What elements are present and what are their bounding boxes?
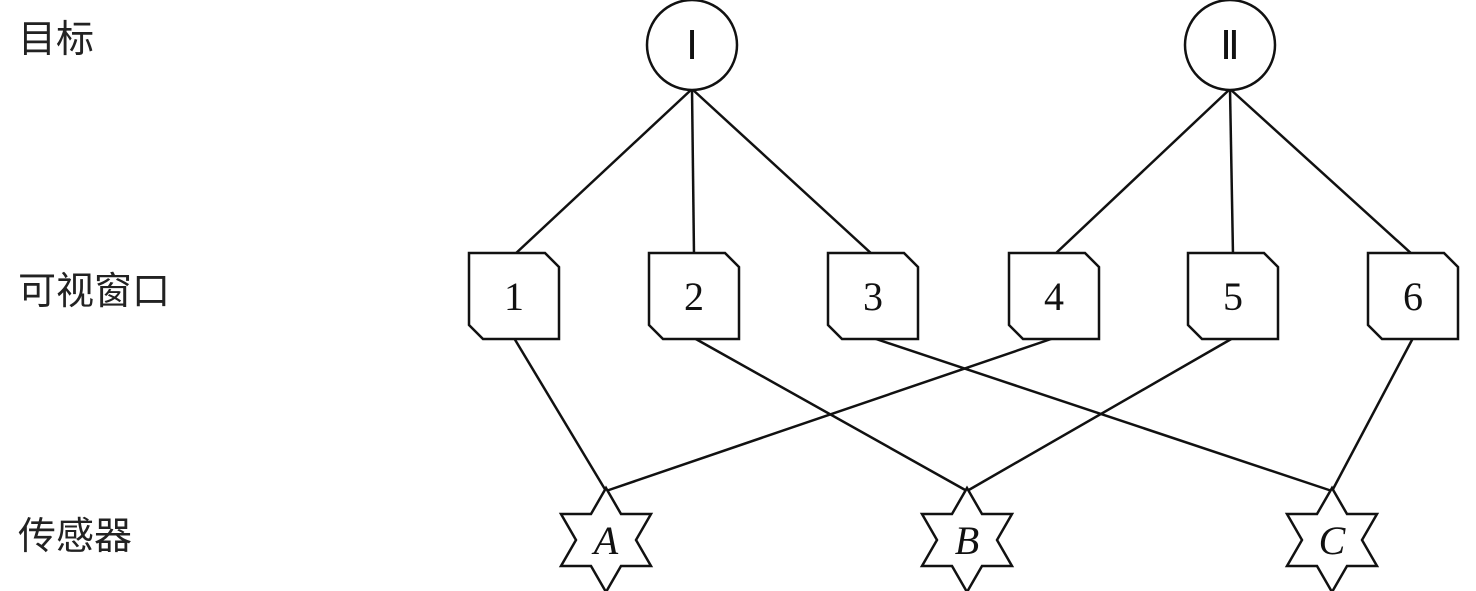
target-circle [645,0,739,92]
window-node-1: 1 [467,251,561,341]
window-box [1366,251,1460,341]
window-label: 2 [684,274,704,319]
sensor-star [558,485,654,591]
row-label-windows: 可视窗口 [18,269,171,313]
target-node-I: Ⅰ [645,0,739,92]
sensor-label: B [955,518,979,563]
edge-window-sensor [1330,337,1415,492]
window-box [1007,251,1101,341]
edge-target-window [1229,88,1414,256]
window-box [826,251,920,341]
sensor-star [1284,485,1380,591]
row-label-targets: 目标 [18,17,95,61]
window-label: 4 [1044,274,1064,319]
sensor-label: C [1319,518,1347,563]
window-label: 5 [1223,274,1243,319]
target-label: Ⅰ [686,23,698,68]
target-circle [1183,0,1277,92]
edge-target-window [513,88,693,256]
window-node-3: 3 [826,251,920,341]
target-label: Ⅱ [1220,23,1240,68]
window-box [467,251,561,341]
sensor-node-C: C [1284,485,1380,591]
window-box [1186,251,1280,341]
window-node-2: 2 [647,251,741,341]
edge-window-sensor [966,336,1234,493]
edge-window-sensor [512,337,608,492]
edge-target-window [691,88,874,256]
window-node-4: 4 [1007,251,1101,341]
row-label-sensors: 传感器 [18,514,133,558]
window-label: 1 [504,274,524,319]
window-node-5: 5 [1186,251,1280,341]
window-node-6: 6 [1366,251,1460,341]
sensor-node-A: A [558,485,654,591]
sensor-node-B: B [919,485,1015,591]
edge-target-window [1228,88,1235,256]
edge-target-window [1053,88,1231,256]
sensor-star [919,485,1015,591]
target-node-II: Ⅱ [1183,0,1277,92]
edge-target-window [690,88,696,256]
window-box [647,251,741,341]
edge-window-sensor [605,336,1055,493]
window-label: 3 [863,274,883,319]
window-label: 6 [1403,274,1423,319]
sensor-label: A [591,518,619,563]
